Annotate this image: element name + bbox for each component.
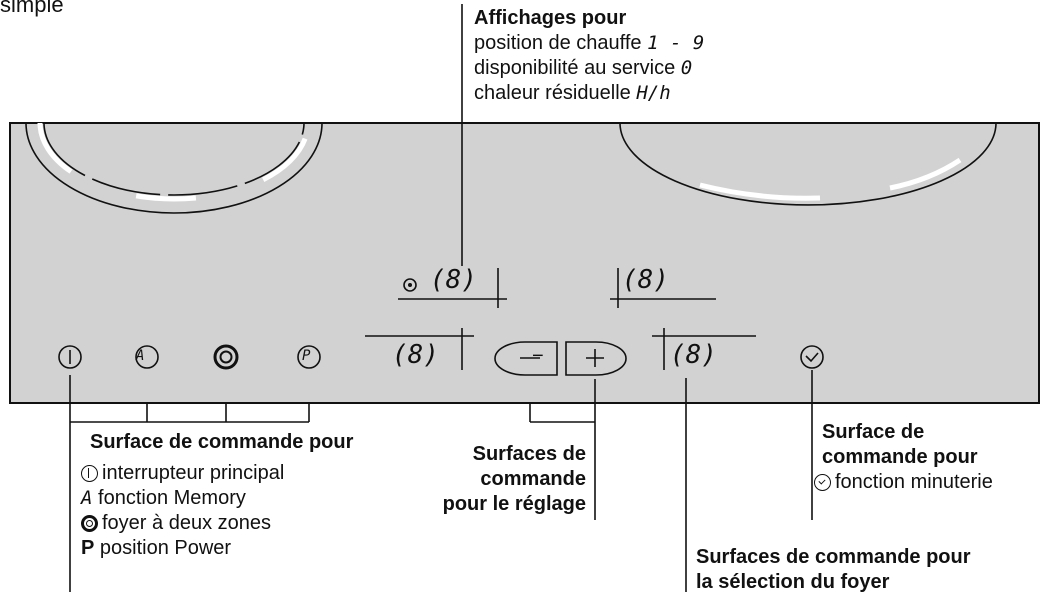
dual-zone-icon <box>81 515 98 532</box>
display-info-label: Affichages pour position de chauffe 1 - … <box>474 6 704 106</box>
main-control-item: position Power <box>99 537 232 559</box>
plus-button-outline[interactable] <box>565 341 627 376</box>
display-rear-right: (8) <box>622 265 669 295</box>
power-key-label: P <box>302 348 311 364</box>
adjust-controls-label: Surfaces de commande pour le réglage <box>443 442 586 517</box>
zone-select-line2: la sélection du foyer <box>696 571 890 593</box>
display-info-line2: disponibilité au service <box>474 57 676 79</box>
leader-lines <box>69 4 813 592</box>
memory-icon: A <box>81 487 93 509</box>
power-boost-button-icon[interactable] <box>297 345 321 369</box>
display-front-right: (8) <box>670 340 717 370</box>
dual-zone-button-icon[interactable] <box>213 344 239 370</box>
main-control-item: foyer à deux zones <box>102 512 271 534</box>
timer-item-text: fonction minuterie <box>835 471 993 493</box>
adjust-controls-line1: Surfaces de <box>472 443 586 465</box>
cooktop-panel <box>9 122 1040 404</box>
adjust-controls-line2: commande <box>480 468 586 490</box>
display-rear-left: (8) <box>430 265 477 295</box>
main-controls-label: Surface de commande pour <box>90 430 353 455</box>
zone-select-line1: Surfaces de commande pour <box>696 546 971 568</box>
power-switch-icon[interactable] <box>58 345 82 369</box>
display-info-code2: 0 <box>680 57 693 79</box>
clock-icon <box>814 474 831 491</box>
power-boost-icon: P <box>81 537 95 559</box>
power-icon <box>81 465 98 482</box>
right-cooking-zone <box>619 122 997 206</box>
zone-select-label: Surfaces de commande pour la sélection d… <box>696 545 971 595</box>
memory-button-icon[interactable] <box>135 345 159 369</box>
minus-label[interactable]: − <box>532 345 544 367</box>
display-info-line3: chaleur résiduelle <box>474 82 631 104</box>
heading-partial: simple <box>0 0 64 17</box>
timer-button-icon[interactable] <box>800 345 824 369</box>
timer-controls-line2: commande pour <box>822 446 978 468</box>
dual-zone-indicator-icon <box>403 278 417 292</box>
display-front-left: (8) <box>392 340 439 370</box>
display-info-code3: H/h <box>636 82 671 104</box>
left-cooking-zone <box>25 123 323 214</box>
display-info-line1: position de chauffe <box>474 32 642 54</box>
main-control-item: fonction Memory <box>98 487 246 509</box>
adjust-controls-line3: pour le réglage <box>442 493 586 515</box>
display-info-title: Affichages pour <box>474 7 627 29</box>
main-controls-title: Surface de commande pour <box>90 431 354 453</box>
minus-button-outline[interactable] <box>494 341 558 376</box>
timer-controls-line1: Surface de <box>822 421 925 443</box>
timer-controls-label: Surface de commande pour fonction minute… <box>814 420 993 495</box>
plus-label[interactable]: + <box>586 344 587 369</box>
main-control-item: interrupteur principal <box>102 462 285 484</box>
memory-key-label: A <box>136 348 145 364</box>
main-controls-list: interrupteur principal A fonction Memory… <box>81 461 284 561</box>
display-info-code1: 1 - 9 <box>647 32 705 54</box>
